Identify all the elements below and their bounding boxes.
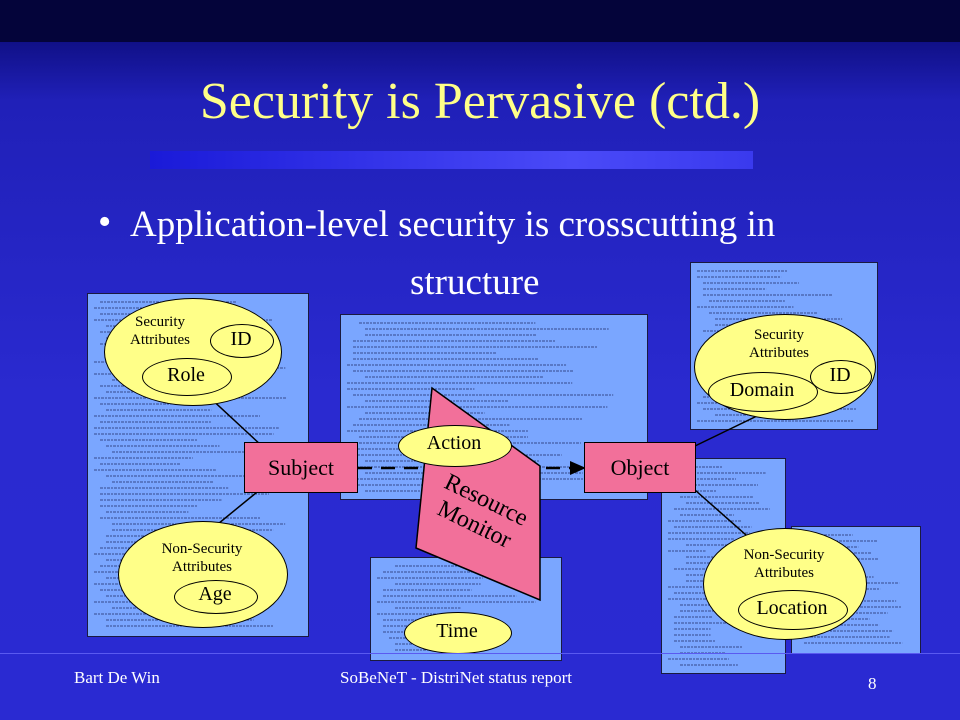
subject-age-ellipse <box>174 580 258 614</box>
object-id-label: ID <box>829 364 851 386</box>
object-nonsecurity-title: Non-Security Attributes <box>718 546 850 582</box>
title-underline <box>150 151 753 169</box>
bullet-marker: • <box>98 201 112 243</box>
object-nonsecurity-title-line-1: Non-Security <box>743 547 825 563</box>
object-domain-label: Domain <box>729 379 795 401</box>
slide-title: Security is Pervasive (ctd.) <box>199 73 761 130</box>
object-security-title-line-2: Attributes <box>749 345 809 361</box>
footer-title: SoBeNeT - DistriNet status report <box>340 668 572 687</box>
subject-role-ellipse <box>142 358 232 396</box>
page-number: 8 <box>868 674 877 693</box>
subject-nonsecurity-title-line-1: Non-Security <box>161 541 243 557</box>
object-security-title: Security Attributes <box>724 326 834 362</box>
object-location-label: Location <box>756 597 828 619</box>
subject-box: Subject <box>244 442 358 493</box>
time-label: Time <box>436 620 478 642</box>
object-domain-ellipse <box>708 372 818 412</box>
object-nonsecurity-title-line-2: Attributes <box>754 565 814 581</box>
object-location-ellipse <box>738 590 848 630</box>
subject-security-title-line-1: Security <box>135 314 185 330</box>
bullet-line-2: structure <box>410 262 540 303</box>
subject-nonsecurity-title-line-2: Attributes <box>172 559 232 575</box>
time-ellipse <box>404 612 512 654</box>
subject-age-label: Age <box>198 583 232 605</box>
footer-author: Bart De Win <box>74 668 160 687</box>
subject-role-label: Role <box>167 364 205 386</box>
subject-security-title-line-2: Attributes <box>130 332 190 348</box>
bullet-text: Application-level security is crosscutti… <box>130 196 890 312</box>
subject-id-label: ID <box>230 328 252 350</box>
object-id-ellipse <box>810 360 872 394</box>
bullet-line-1: Application-level security is crosscutti… <box>130 204 776 245</box>
subject-nonsecurity-title: Non-Security Attributes <box>138 540 266 576</box>
subject-id-ellipse <box>210 324 274 358</box>
object-box: Object <box>584 442 696 493</box>
top-band <box>0 0 960 42</box>
footer-divider <box>0 653 960 654</box>
action-ellipse <box>398 425 512 467</box>
object-security-title-line-1: Security <box>754 327 804 343</box>
subject-security-title: Security Attributes <box>110 313 210 349</box>
action-label: Action <box>426 432 482 454</box>
